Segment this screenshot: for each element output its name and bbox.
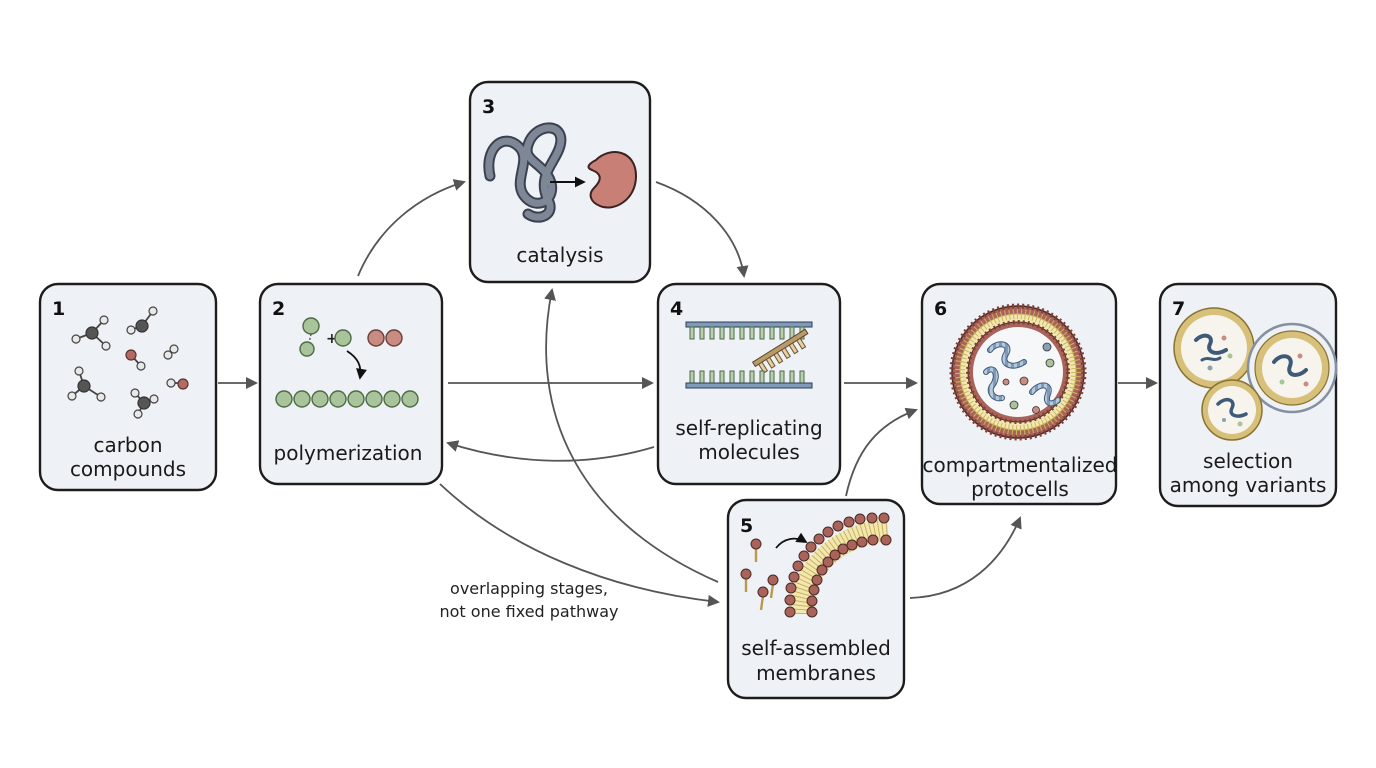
- stage-4-label-line-1: self-replicating: [675, 416, 822, 440]
- polymerization-icon: +: [275, 317, 419, 408]
- stage-1-box: 1 carbon compounds: [38, 282, 218, 492]
- arrow-5-to-6-lower: [909, 516, 1022, 599]
- arrow-5-to-3: [544, 288, 719, 583]
- stage-7-box: 7 selection among variants: [1158, 282, 1338, 508]
- free-lipid-icons: [740, 538, 779, 611]
- carbon-molecules-icon: [67, 306, 189, 419]
- stage-6-label-line-1: compartmentalized: [923, 453, 1118, 477]
- stage-4-box: 4: [656, 282, 842, 486]
- stage-1-label-line-1: carbon: [93, 433, 162, 457]
- arrow-2-to-3: [357, 179, 466, 277]
- stage-2-box: 2 + polymerization: [258, 282, 444, 486]
- note-line-1: overlapping stages,: [450, 579, 608, 598]
- membrane-bilayer-icon: [784, 512, 892, 618]
- pathway-note: overlapping stages, not one fixed pathwa…: [439, 579, 618, 621]
- stage-7-number: 7: [1172, 298, 1185, 320]
- stage-4-label-line-2: molecules: [698, 440, 800, 464]
- stage-3-label: catalysis: [516, 243, 603, 267]
- replicating-strands-icon: [685, 321, 813, 389]
- stage-3-box: 3 catalysis: [468, 80, 652, 284]
- stage-3-number: 3: [482, 96, 495, 118]
- note-line-2: not one fixed pathway: [439, 602, 618, 621]
- arrow-5-to-6: [845, 407, 918, 497]
- arrow-2-to-5: [439, 483, 720, 607]
- protocell-icon: [949, 303, 1087, 441]
- stage-2-number: 2: [272, 298, 285, 320]
- rna-strand-icon: [483, 122, 567, 223]
- enzyme-protein-icon: [587, 151, 638, 209]
- stage-5-label-line-2: membranes: [756, 661, 876, 685]
- stage-6-label-line-2: protocells: [971, 477, 1069, 501]
- stage-7-label-line-1: selection: [1203, 449, 1293, 473]
- stage-7-label-line-2: among variants: [1170, 473, 1327, 497]
- flow-arrows: [218, 179, 1158, 607]
- stage-5-label-line-1: self-assembled: [741, 636, 891, 660]
- stage-5-number: 5: [740, 515, 753, 537]
- assembly-arrow-icon: [775, 532, 808, 549]
- protocell-variants-icon: [1173, 307, 1338, 441]
- stage-5-box: 5 self-assembled membranes: [726, 498, 906, 700]
- arrow-3-to-4: [655, 181, 749, 278]
- stage-1-number: 1: [52, 298, 65, 320]
- stage-4-number: 4: [670, 298, 683, 320]
- stage-2-label: polymerization: [274, 441, 423, 465]
- stage-6-number: 6: [934, 298, 947, 320]
- arrow-4-to-2: [446, 440, 655, 462]
- stage-1-label-line-2: compounds: [70, 457, 186, 481]
- plus-sign: +: [326, 331, 338, 347]
- stage-6-box: 6 compartmentalized protocells: [920, 282, 1118, 506]
